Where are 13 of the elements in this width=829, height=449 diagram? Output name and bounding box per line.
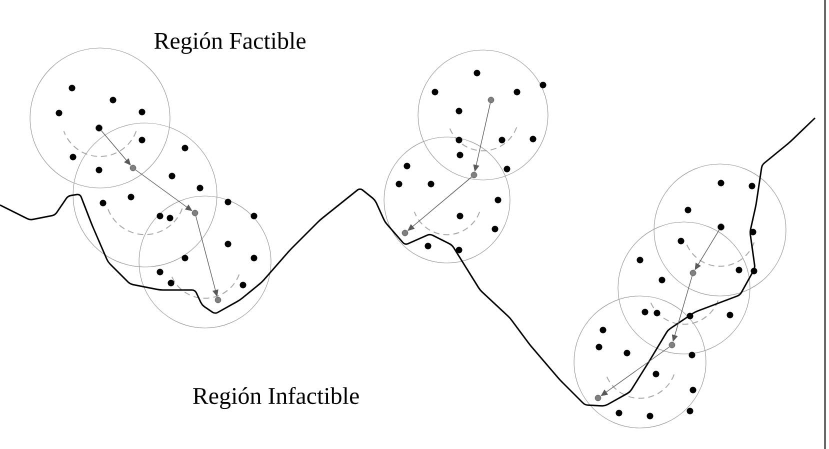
search-point bbox=[214, 296, 222, 304]
region-label: Región Factible bbox=[154, 32, 306, 54]
point bbox=[96, 124, 102, 132]
search-point bbox=[690, 270, 696, 276]
region-label: Región Infactible bbox=[193, 386, 359, 410]
search-point bbox=[668, 342, 676, 348]
search-point bbox=[402, 230, 408, 236]
search-point bbox=[594, 394, 602, 402]
search-point bbox=[192, 210, 198, 216]
search-point bbox=[470, 172, 478, 178]
search-point bbox=[130, 164, 136, 172]
point bbox=[718, 224, 724, 230]
search-point bbox=[488, 96, 494, 104]
